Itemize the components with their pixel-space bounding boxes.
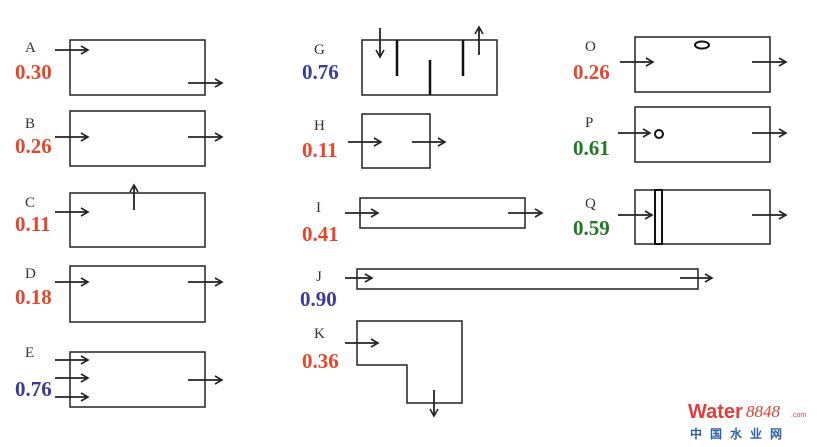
label-j: J — [316, 269, 322, 285]
label-b: B — [25, 116, 35, 132]
bubble-icon — [694, 40, 710, 50]
value-p: 0.61 — [573, 136, 610, 160]
label-e: E — [25, 345, 34, 361]
tank-k — [356, 320, 463, 404]
watermark-logo: Water 8848 .com 中国水业网 — [688, 401, 806, 441]
watermark-number: 8848 — [746, 402, 781, 421]
value-h: 0.11 — [302, 138, 338, 162]
reactor-a: A 0.30 — [15, 39, 224, 96]
reactor-i: I 0.41 — [302, 197, 544, 246]
reactor-b: B 0.26 — [15, 110, 224, 167]
reactor-q: Q 0.59 — [573, 189, 788, 245]
label-h: H — [314, 118, 325, 134]
value-i: 0.41 — [302, 222, 339, 246]
label-o: O — [585, 39, 596, 55]
reactor-h: H 0.11 — [302, 113, 447, 169]
label-i: I — [316, 200, 321, 216]
reactor-e: E 0.76 — [15, 345, 224, 408]
reactor-c: C 0.11 — [15, 183, 206, 248]
bubble-icon — [654, 129, 664, 139]
tank-j — [356, 268, 699, 290]
tank-b — [69, 110, 206, 167]
tank-p — [634, 106, 771, 163]
tank-c — [69, 192, 206, 248]
label-a: A — [25, 40, 36, 56]
value-g: 0.76 — [302, 60, 339, 84]
label-k: K — [314, 326, 325, 342]
value-j: 0.90 — [300, 287, 337, 311]
value-c: 0.11 — [15, 212, 51, 236]
watermark-suffix: .com — [791, 412, 806, 419]
tank-i — [359, 197, 526, 229]
tank-d — [69, 265, 206, 323]
label-q: Q — [585, 196, 596, 212]
value-d: 0.18 — [15, 285, 52, 309]
reactor-k: K 0.36 — [302, 320, 463, 418]
label-g: G — [314, 42, 325, 58]
label-c: C — [25, 195, 35, 211]
value-a: 0.30 — [15, 60, 52, 84]
label-p: P — [585, 115, 593, 131]
watermark-brand: Water — [688, 401, 743, 423]
watermark-chinese: 中国水业网 — [690, 426, 790, 441]
tank-a — [69, 39, 206, 96]
reactor-o: O 0.26 — [573, 36, 788, 93]
tank-o — [634, 36, 771, 93]
reactor-g: G 0.76 — [302, 25, 498, 96]
reactor-p: P 0.61 — [573, 106, 788, 163]
tank-e — [69, 351, 206, 408]
tank-h — [361, 113, 431, 169]
reactor-d: D 0.18 — [15, 265, 224, 323]
reactor-j: J 0.90 — [300, 268, 714, 311]
baffle-plate — [654, 189, 663, 245]
label-d: D — [25, 266, 36, 282]
value-o: 0.26 — [573, 60, 610, 84]
tank-q — [634, 189, 771, 245]
value-k: 0.36 — [302, 349, 339, 373]
value-b: 0.26 — [15, 134, 52, 158]
value-e: 0.76 — [15, 377, 52, 401]
value-q: 0.59 — [573, 216, 610, 240]
